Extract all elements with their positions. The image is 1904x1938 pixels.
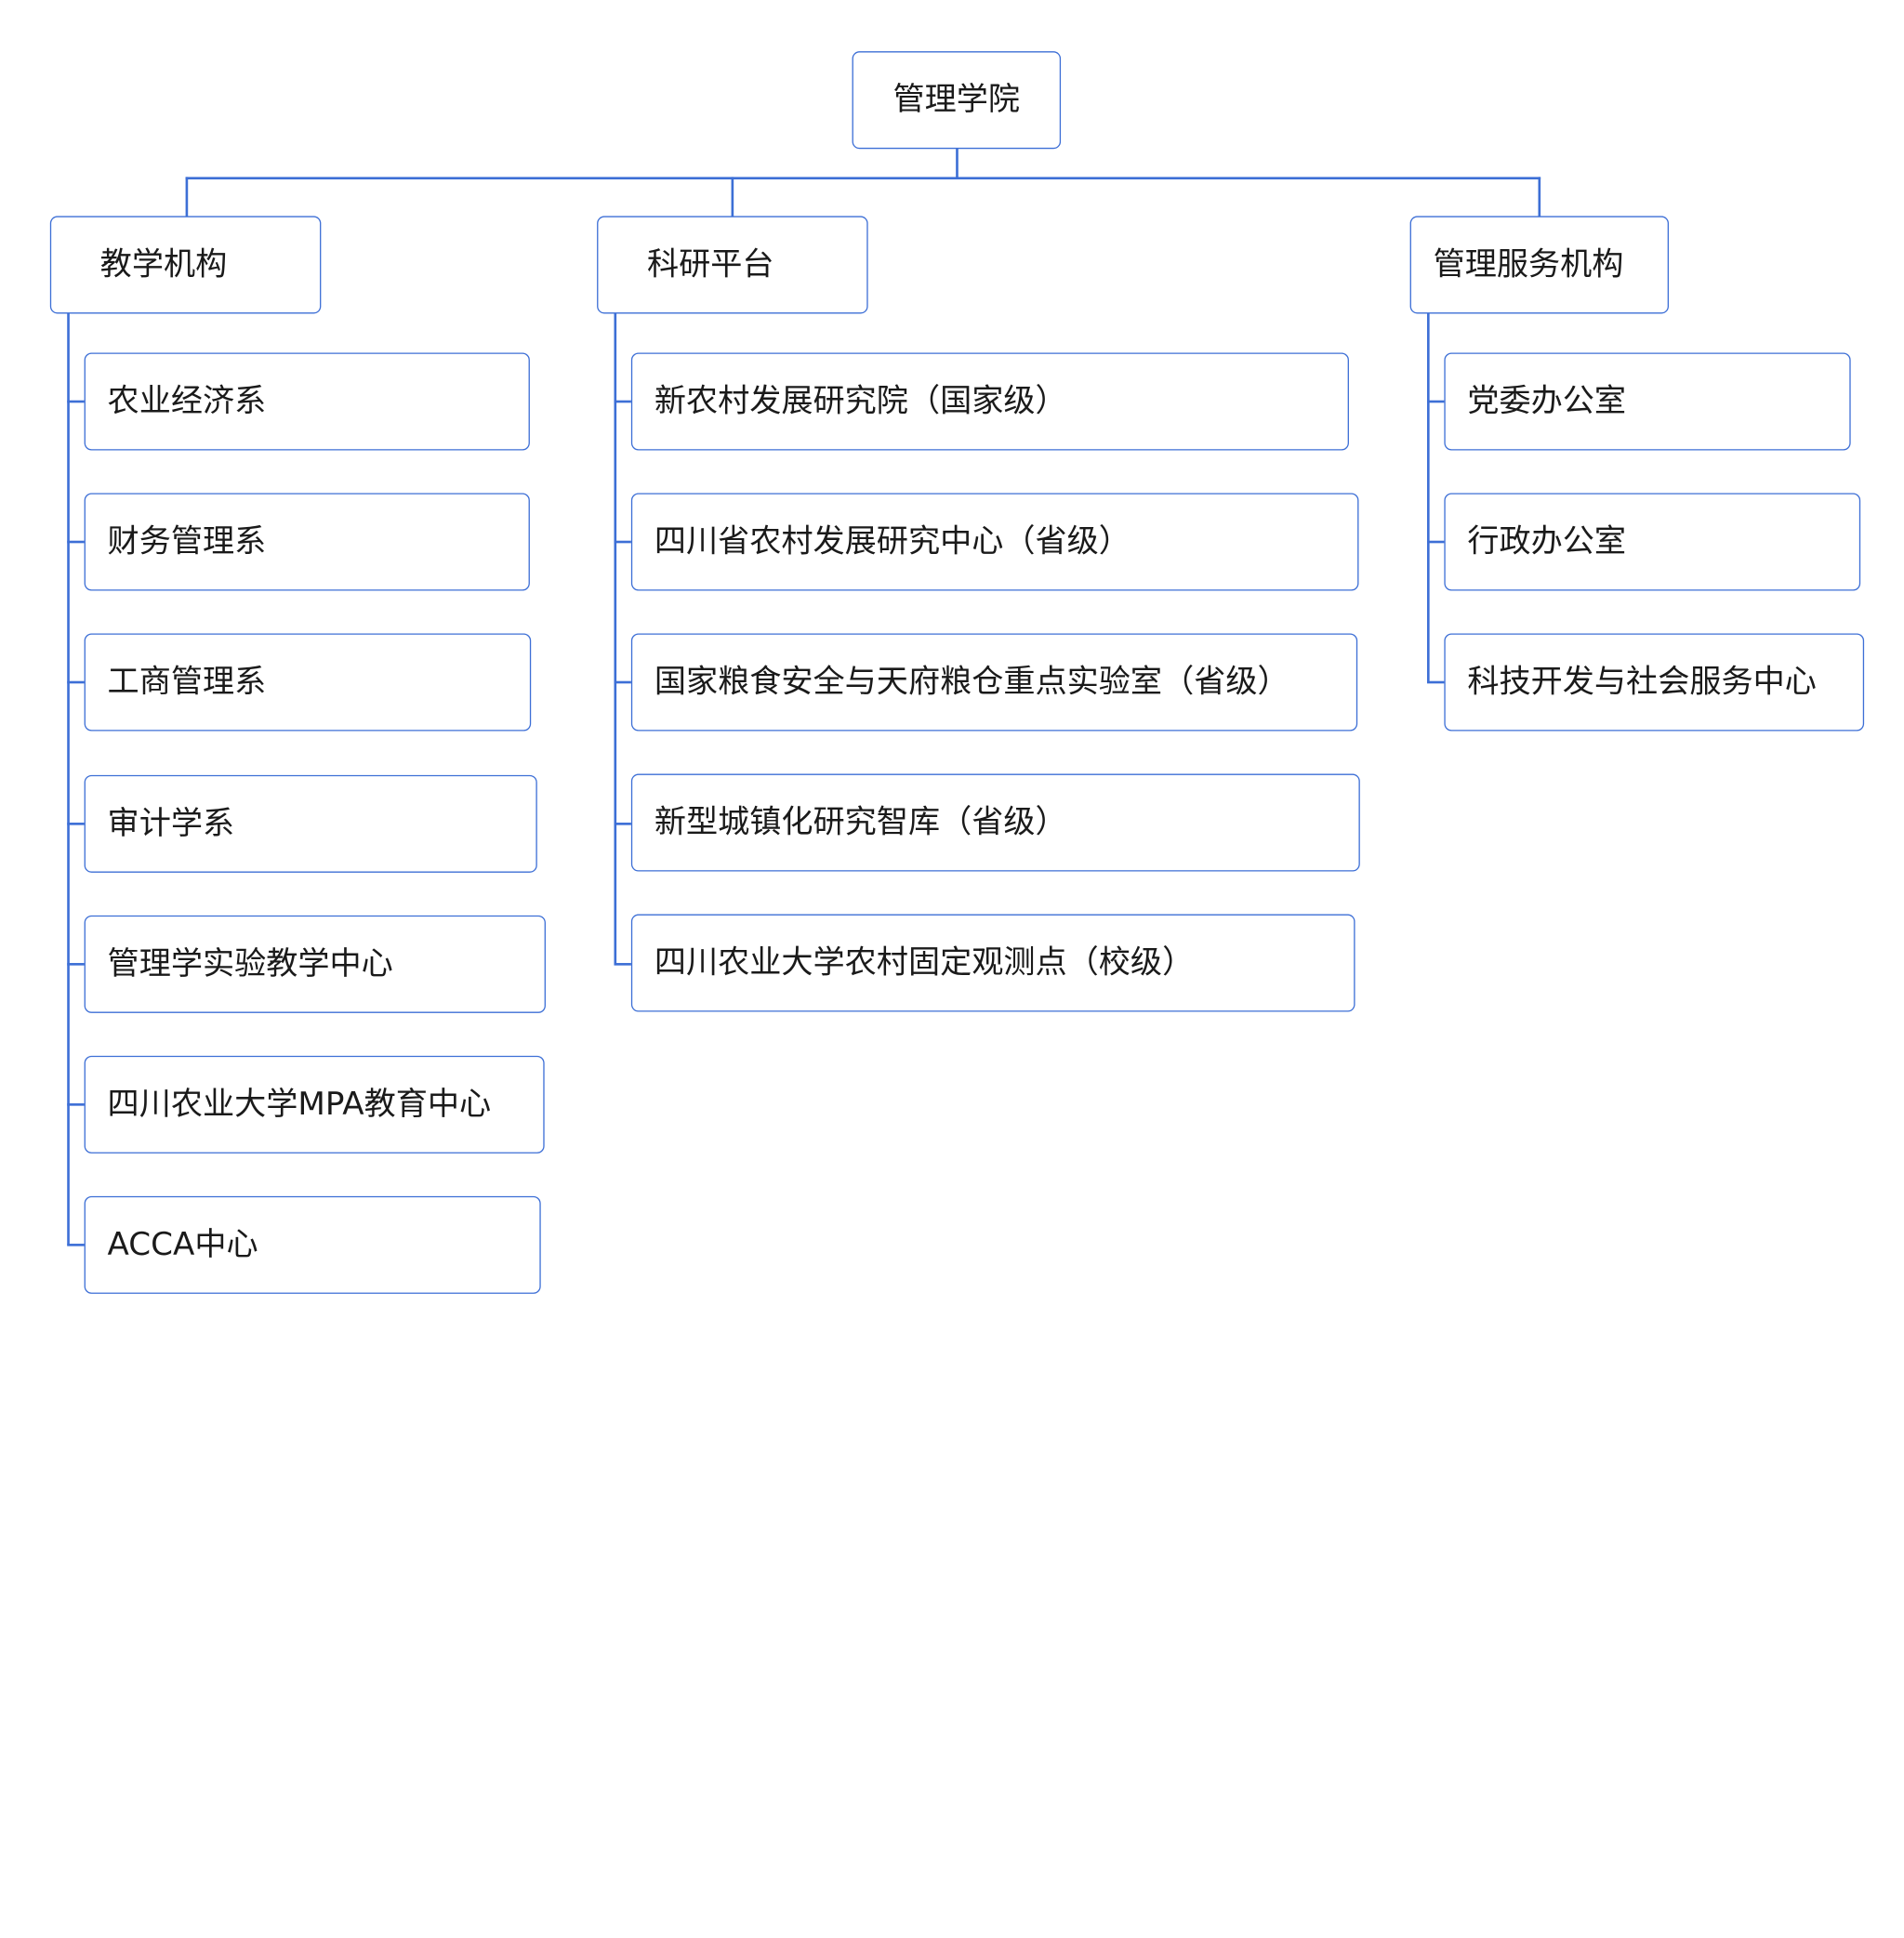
teaching-unit-node: 管理学实验教学中心 bbox=[84, 915, 546, 1013]
research-spine bbox=[614, 312, 617, 965]
unit-label: 新型城镇化研究智库（省级） bbox=[654, 804, 1067, 841]
unit-label: ACCA中心 bbox=[107, 1226, 258, 1264]
unit-label: 四川省农村发展研究中心（省级） bbox=[654, 523, 1130, 560]
teaching-tick bbox=[67, 963, 85, 966]
unit-label: 行政办公室 bbox=[1467, 523, 1627, 560]
unit-label: 工商管理系 bbox=[107, 664, 267, 701]
teaching-tick bbox=[67, 823, 85, 825]
research-tick bbox=[614, 540, 631, 544]
unit-label: 新农村发展研究院（国家级） bbox=[654, 383, 1067, 420]
root-node: 管理学院 bbox=[852, 51, 1062, 150]
teaching-unit-node: ACCA中心 bbox=[84, 1195, 541, 1294]
unit-label: 国家粮食安全与天府粮仓重点实验室（省级） bbox=[654, 664, 1289, 701]
teaching-tick bbox=[67, 680, 85, 684]
unit-label: 财务管理系 bbox=[107, 523, 267, 560]
category-connector-2 bbox=[1538, 177, 1541, 218]
admin-unit-node: 行政办公室 bbox=[1444, 493, 1861, 591]
category-bus bbox=[185, 177, 1541, 180]
admin-tick bbox=[1427, 400, 1445, 403]
admin-unit-node: 科技开发与社会服务中心 bbox=[1444, 633, 1865, 732]
admin-spine bbox=[1427, 312, 1430, 683]
teaching-unit-node: 审计学系 bbox=[84, 774, 537, 873]
admin-unit-node: 党委办公室 bbox=[1444, 352, 1851, 451]
research-unit-node: 新农村发展研究院（国家级） bbox=[630, 352, 1349, 451]
teaching-tick bbox=[67, 1103, 85, 1106]
category-admin: 管理服务机构 bbox=[1409, 216, 1670, 314]
teaching-unit-node: 农业经济系 bbox=[84, 352, 530, 451]
teaching-tick bbox=[67, 1244, 85, 1246]
teaching-tick bbox=[67, 400, 85, 403]
unit-label: 科技开发与社会服务中心 bbox=[1467, 664, 1817, 701]
research-unit-node: 四川省农村发展研究中心（省级） bbox=[630, 493, 1359, 591]
teaching-unit-node: 工商管理系 bbox=[84, 633, 532, 732]
category-label: 管理服务机构 bbox=[1433, 246, 1624, 283]
category-research: 科研平台 bbox=[597, 216, 868, 314]
unit-label: 农业经济系 bbox=[107, 383, 267, 420]
research-tick bbox=[614, 680, 631, 684]
research-tick bbox=[614, 823, 631, 825]
category-teaching: 教学机构 bbox=[49, 216, 322, 314]
teaching-unit-node: 四川农业大学MPA教育中心 bbox=[84, 1055, 545, 1154]
unit-label: 管理学实验教学中心 bbox=[107, 945, 393, 983]
teaching-tick bbox=[67, 540, 85, 544]
admin-tick bbox=[1427, 680, 1445, 684]
admin-tick bbox=[1427, 540, 1445, 544]
unit-label: 四川农业大学MPA教育中心 bbox=[107, 1086, 492, 1124]
unit-label: 党委办公室 bbox=[1467, 383, 1627, 420]
research-unit-node: 国家粮食安全与天府粮仓重点实验室（省级） bbox=[630, 633, 1358, 732]
category-label: 科研平台 bbox=[646, 246, 774, 283]
root-connector bbox=[956, 147, 959, 178]
teaching-unit-node: 财务管理系 bbox=[84, 493, 530, 591]
teaching-spine bbox=[67, 312, 70, 1246]
research-unit-node: 四川农业大学农村固定观测点（校级） bbox=[630, 914, 1355, 1012]
category-connector-1 bbox=[731, 177, 734, 218]
research-tick bbox=[614, 400, 631, 403]
unit-label: 四川农业大学农村固定观测点（校级） bbox=[654, 944, 1195, 982]
category-label: 教学机构 bbox=[99, 246, 228, 283]
root-label: 管理学院 bbox=[892, 81, 1021, 119]
research-tick bbox=[614, 963, 631, 966]
unit-label: 审计学系 bbox=[107, 805, 235, 843]
category-connector-0 bbox=[185, 177, 189, 218]
research-unit-node: 新型城镇化研究智库（省级） bbox=[630, 773, 1360, 872]
